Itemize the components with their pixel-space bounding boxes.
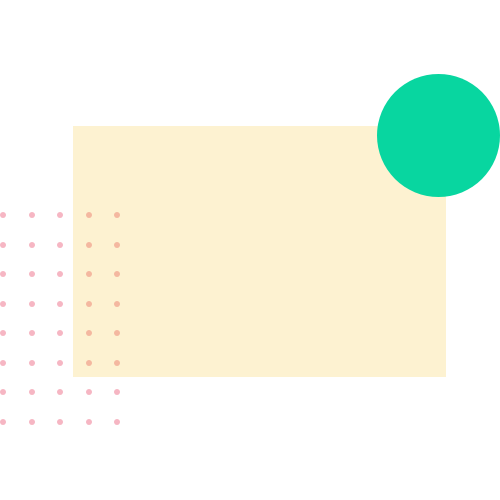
pattern-dot	[0, 300, 6, 307]
pattern-dot	[57, 271, 63, 277]
pattern-dot	[85, 389, 92, 395]
pattern-dot	[114, 389, 120, 395]
pattern-dot	[28, 300, 35, 307]
pattern-dot	[114, 330, 120, 336]
pattern-dot	[85, 212, 92, 218]
pattern-dot	[0, 271, 6, 277]
pattern-dot	[85, 241, 92, 248]
pattern-dot	[114, 212, 120, 218]
pattern-dot	[0, 389, 6, 395]
pattern-dot	[28, 241, 35, 248]
pattern-dot	[57, 330, 63, 336]
pattern-dot	[57, 212, 63, 218]
green-circle	[377, 74, 500, 197]
pattern-dot	[57, 359, 63, 366]
pattern-dot	[0, 359, 6, 366]
pattern-dot	[57, 389, 63, 395]
pattern-dot	[85, 359, 92, 366]
cream-rectangle-panel	[73, 126, 446, 377]
pattern-dot	[0, 241, 6, 248]
pattern-dot	[0, 330, 6, 336]
pattern-dot	[57, 418, 63, 425]
pattern-dot	[85, 418, 92, 425]
pattern-dot	[114, 300, 120, 307]
pattern-dot	[0, 418, 6, 425]
pattern-dot	[28, 330, 35, 336]
pattern-dot	[28, 271, 35, 277]
pattern-dot	[85, 271, 92, 277]
pattern-dot	[0, 212, 6, 218]
pattern-dot	[28, 418, 35, 425]
pattern-dot	[28, 359, 35, 366]
pattern-dot	[114, 359, 120, 366]
pattern-dot	[114, 271, 120, 277]
pattern-dot	[85, 300, 92, 307]
dot-grid-pattern	[0, 212, 120, 427]
pattern-dot	[85, 330, 92, 336]
pattern-dot	[28, 212, 35, 218]
pattern-dot	[114, 418, 120, 425]
pattern-dot	[114, 241, 120, 248]
pattern-dot	[28, 389, 35, 395]
pattern-dot	[57, 241, 63, 248]
pattern-dot	[57, 300, 63, 307]
